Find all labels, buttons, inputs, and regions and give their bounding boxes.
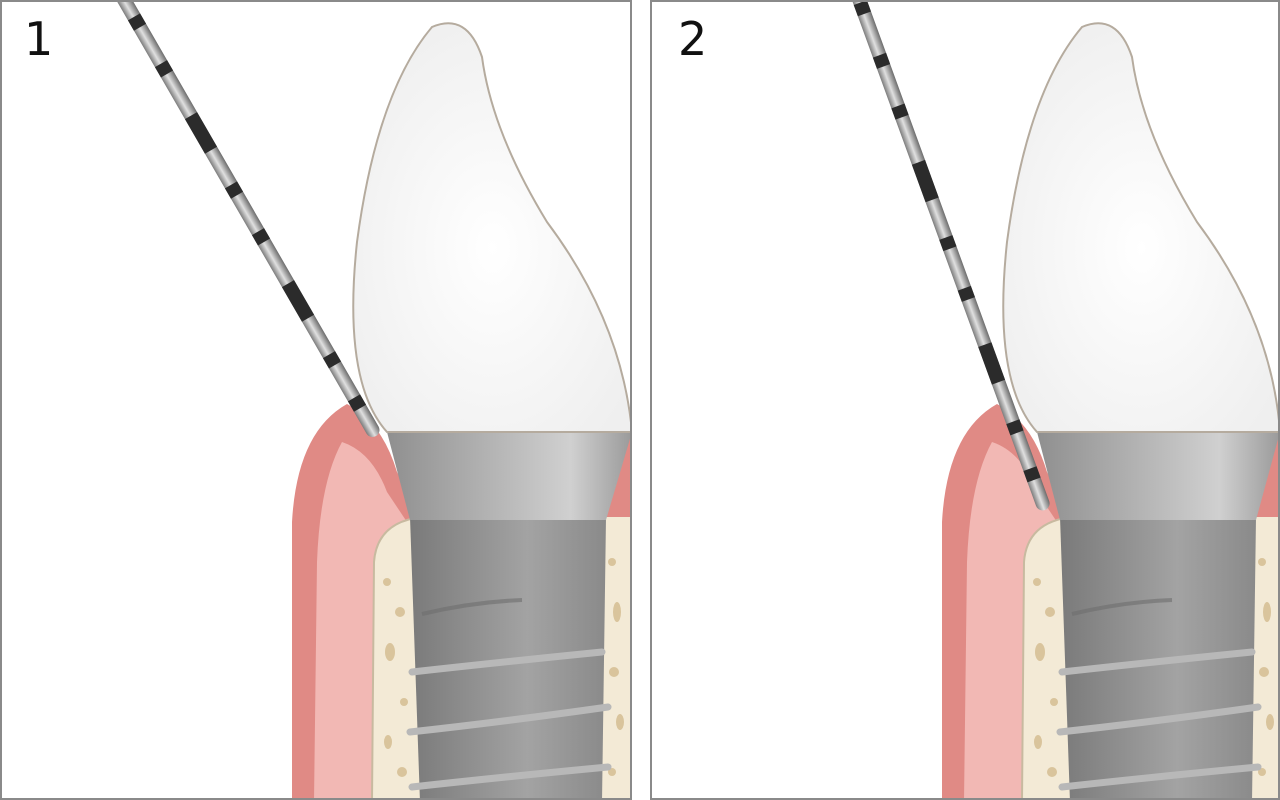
panel-label: 2 (678, 12, 708, 66)
crown (352, 22, 630, 433)
panel-1: 1 (0, 0, 632, 800)
periodontal-probe (848, 2, 1050, 511)
crown (1002, 22, 1278, 433)
panel-2: 2 (650, 0, 1280, 800)
abutment (387, 432, 630, 520)
panel-label: 1 (24, 12, 54, 66)
abutment (1037, 432, 1278, 520)
periodontal-probe (112, 2, 380, 437)
implant-illustration-1 (112, 2, 630, 798)
implant-illustration-2 (848, 2, 1278, 798)
